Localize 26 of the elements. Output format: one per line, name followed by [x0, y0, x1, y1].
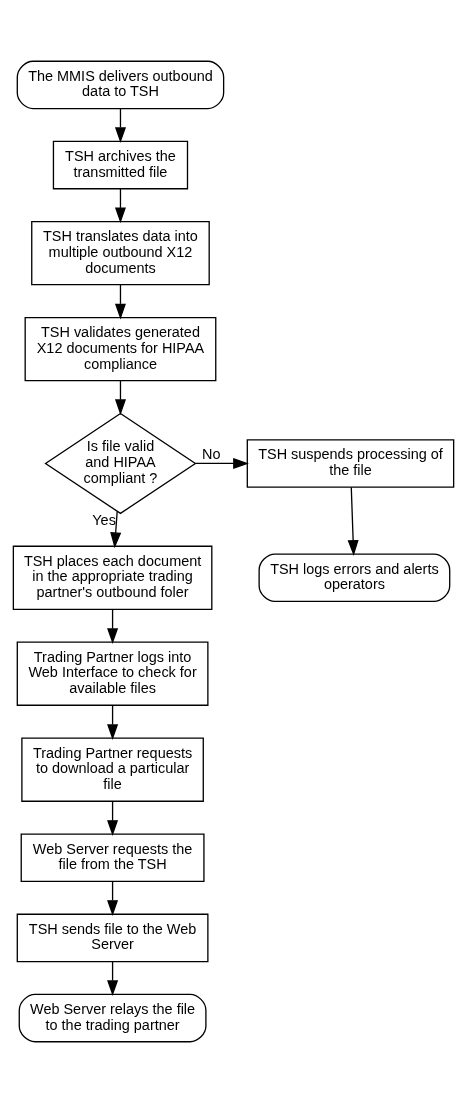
node-box: TSH archives the transmitted file: [52, 140, 189, 190]
arrow: [107, 880, 119, 916]
arrow: [114, 284, 126, 320]
edge-label: No: [202, 446, 221, 463]
node-box: The MMIS delivers outbound data to TSH: [16, 60, 225, 110]
node-box: TSH logs errors and alerts operators: [258, 553, 451, 603]
arrow: [107, 609, 119, 645]
node-box: TSH validates generated X12 documents for HIPAA compliance: [24, 316, 217, 382]
arrow: [194, 457, 249, 469]
node-box: Web Server requests the file from the TSH: [20, 833, 205, 883]
arrow: [114, 188, 126, 224]
node-box: TSH places each document in the appropriate trading partner's outbound foler: [12, 545, 213, 610]
arrow: [107, 800, 119, 836]
arrow: [114, 380, 126, 416]
arrow: [347, 486, 359, 556]
node-diamond: Is file valid and HIPAA compliant ?: [44, 412, 197, 515]
node-box: Web Server relays the file to the trading partner: [18, 993, 207, 1043]
arrow: [107, 704, 119, 741]
node-box: TSH sends file to the Web Server: [16, 913, 209, 963]
node-box: TSH translates data into multiple outbound X12 documents: [31, 220, 210, 286]
arrow: [110, 510, 122, 549]
node-box: Trading Partner logs into Web Interface to check for available files: [16, 641, 209, 706]
arrow: [107, 961, 119, 997]
arrow: [114, 108, 126, 144]
node-box: Trading Partner requests to download a particular file: [21, 737, 204, 802]
node-box: TSH suspends processing of the file: [246, 439, 455, 488]
